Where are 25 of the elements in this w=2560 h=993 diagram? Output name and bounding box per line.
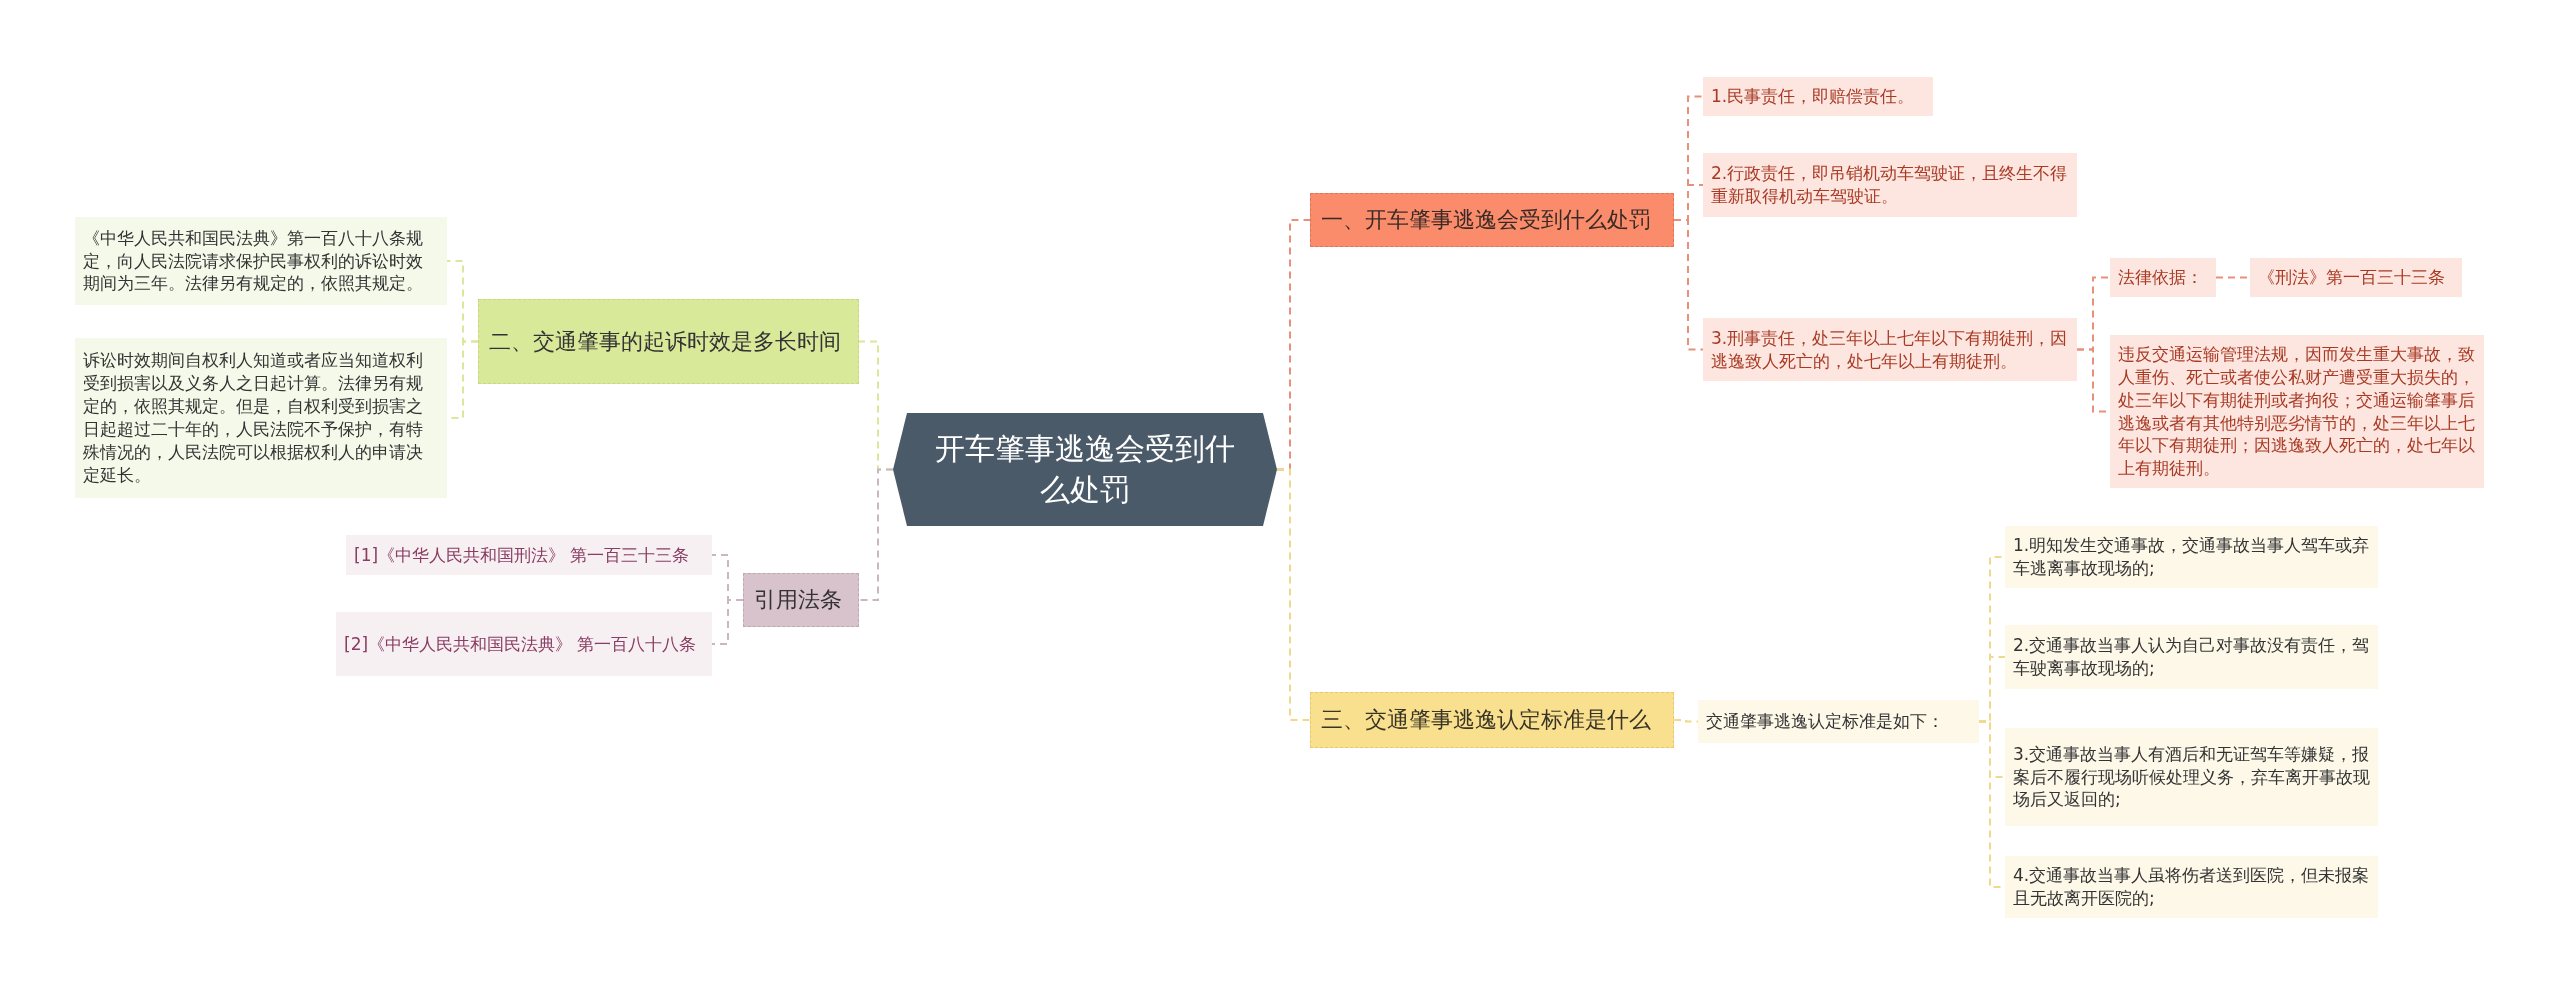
connector	[1673, 719, 1699, 723]
topic-box: 二、交通肇事的起诉时效是多长时间	[478, 299, 859, 384]
subtopic-box: 法律依据：	[2110, 258, 2216, 297]
subtopic-box: 交通肇事逃逸认定标准是如下：	[1698, 700, 1979, 743]
connector	[1673, 219, 1704, 351]
connector	[858, 468, 894, 601]
subtopic-box: 《刑法》第一百三十三条	[2250, 258, 2462, 297]
subtopic-box: 2.交通事故当事人认为自己对事故没有责任，驾车驶离事故现场的;	[2005, 625, 2378, 689]
subtopic-box: 3.刑事责任，处三年以上七年以下有期徒刑，因逃逸致人死亡的，处七年以上有期徒刑。	[1703, 318, 2077, 381]
subtopic-box: 诉讼时效期间自权利人知道或者应当知道权利受到损害以及义务人之日起计算。法律另有规定的，依照其规定。但是，自权利受到损害之日起超过二十年的，人民法院不予保护，有特殊情况的，人民法院可以根据权利人的申请决定延长。	[75, 338, 447, 498]
subtopic-box: 1.民事责任，即赔偿责任。	[1703, 77, 1933, 116]
subtopic-box: [1]《中华人民共和国刑法》 第一百三十三条	[346, 535, 712, 575]
subtopic-box: 1.明知发生交通事故，交通事故当事人驾车或弃车逃离事故现场的;	[2005, 526, 2378, 588]
subtopic-box: 违反交通运输管理法规，因而发生重大事故，致人重伤、死亡或者使公私财产遭受重大损失的，处三年以下有期徒刑或者拘役；交通运输肇事后逃逸或者有其他特别恶劣情节的，处三年以上七年以下有期徒刑；因逃逸致人死亡的，处七年以上有期徒刑。	[2110, 335, 2484, 488]
subtopic-box: 《中华人民共和国民法典》第一百八十八条规定，向人民法院请求保护民事权利的诉讼时效期间为三年。法律另有规定的，依照其规定。	[75, 217, 447, 305]
central-topic: 开车肇事逃逸会受到什么处罚	[893, 413, 1277, 526]
connector	[711, 599, 744, 645]
topic-box: 一、开车肇事逃逸会受到什么处罚	[1310, 193, 1674, 247]
topic-box: 三、交通肇事逃逸认定标准是什么	[1310, 692, 1674, 748]
subtopic-box: [2]《中华人民共和国民法典》 第一百八十八条	[336, 612, 712, 676]
subtopic-box: 2.行政责任，即吊销机动车驾驶证，且终生不得重新取得机动车驾驶证。	[1703, 153, 2077, 217]
subtopic-box: 3.交通事故当事人有酒后和无证驾车等嫌疑，报案后不履行现场听候处理义务，弃车离开事故现场后又返回的;	[2005, 728, 2378, 826]
topic-box: 引用法条	[743, 573, 859, 627]
subtopic-box: 4.交通事故当事人虽将伤者送到医院，但未报案且无故离开医院的;	[2005, 856, 2378, 918]
connector	[1276, 468, 1311, 721]
